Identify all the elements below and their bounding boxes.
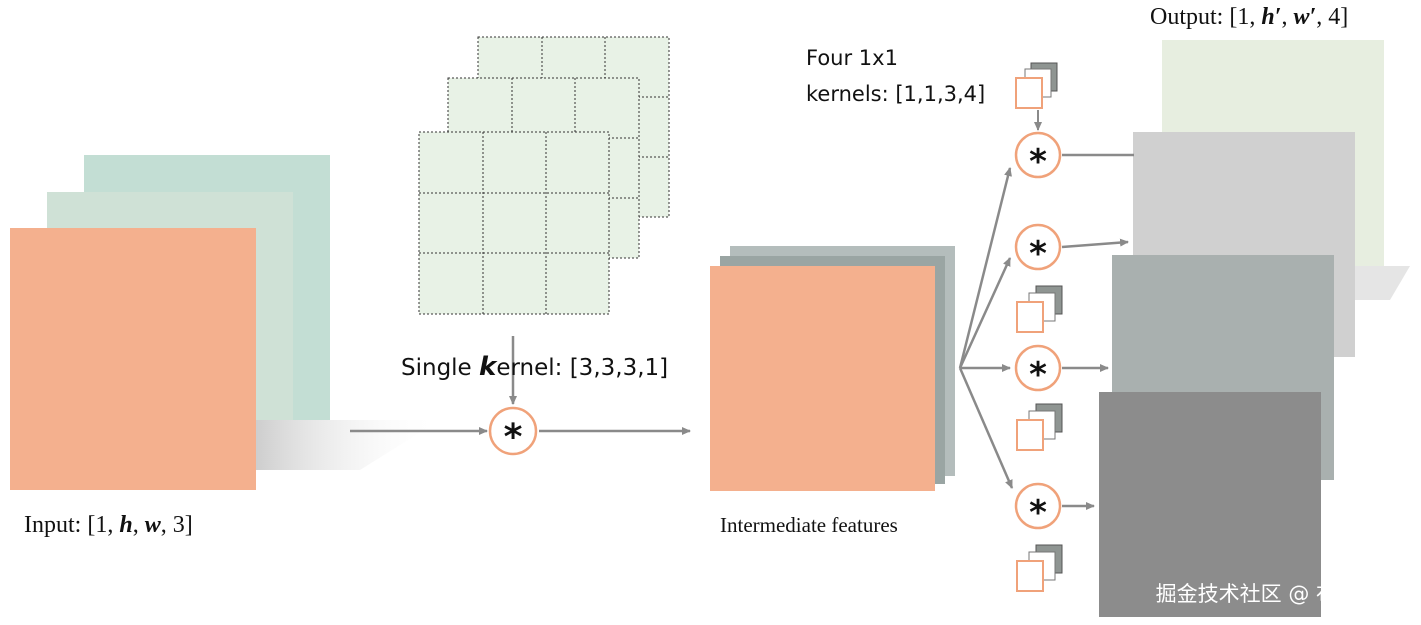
intermediate-label: Intermediate features [720,513,898,537]
input-label-suffix: , 3] [160,512,193,538]
output-tensor-stack [1099,40,1410,617]
input-channel-1 [10,228,256,490]
kernel-cube-4 [1016,544,1063,592]
four-kernels-label-line2: kernels: [1,1,3,4] [806,82,986,106]
output-label: Output: [1, h′, w′, 4] [1150,4,1348,31]
watermark: 掘金技术社区 @ 布客飞龙 [1156,582,1400,606]
input-label-w: w [144,512,161,538]
input-label-sep: , [132,512,145,538]
intermediate-front [710,266,935,491]
conv-to-output-arrows [1061,153,1134,510]
conv-operator-3 [1014,344,1062,392]
output-shadow-1 [1354,266,1410,300]
conv-operator-main [488,406,538,456]
output-label-w: w′ [1293,4,1317,30]
conv-operator-4 [1014,482,1062,530]
output-label-prefix: Output: [1, [1150,4,1262,30]
conv-symbol-3: * [1029,355,1047,395]
input-tensor-stack [10,155,440,490]
kernel-3x3x3 [418,36,670,315]
input-label: Input: [1, h, w, 3] [24,512,193,539]
output-label-suffix: , 4] [1316,4,1349,30]
kernel-cube-1 [1015,62,1058,109]
conv-operator-2 [1014,223,1062,271]
conv-symbol-2: * [1029,234,1047,274]
intermediate-feature-stack [710,246,955,491]
conv-symbol-main: * [504,417,523,458]
output-label-h: h′ [1261,4,1282,30]
kernel-cube-2 [1016,285,1063,333]
conv-symbol-1: * [1029,142,1047,182]
kernel-layer-1 [418,131,610,315]
four-kernels-label-line1: Four 1x1 [806,46,898,70]
conv-symbol-4: * [1029,493,1047,533]
input-shadow [256,420,440,470]
input-label-h: h [119,512,133,538]
input-label-prefix: Input: [1, [24,512,120,538]
kernel-cube-3 [1016,403,1063,451]
kernel-label: Single kernel: [3,3,3,1] [401,352,668,382]
kernel-label-k: k [479,352,497,382]
output-channel-4 [1099,392,1321,617]
output-label-sep: , [1281,4,1294,30]
conv-operator-1 [1014,131,1062,179]
fan-out-arrows [958,167,1014,489]
kernel-label-prefix: Single [401,355,480,381]
kernel-label-suffix: ernel: [3,3,3,1] [496,355,669,381]
